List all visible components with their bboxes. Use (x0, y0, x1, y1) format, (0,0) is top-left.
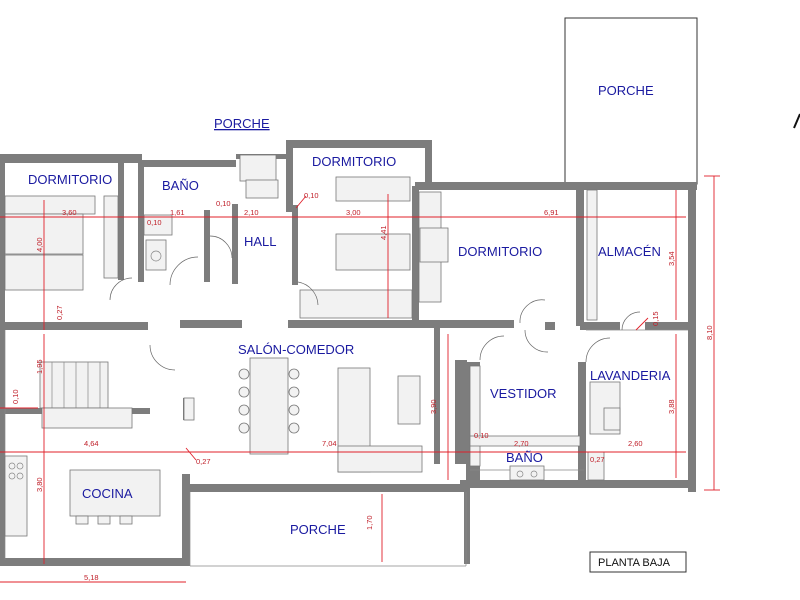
almacen-shelf (586, 189, 598, 321)
label-porche-bottom: PORCHE (290, 522, 346, 537)
laundry-fixtures (589, 381, 621, 435)
dim-027-a: 0,27 (55, 305, 64, 320)
wardrobe-dormitorio-1 (103, 195, 119, 279)
dim-704: 7,04 (322, 439, 337, 448)
dim-010-a: 0,10 (147, 218, 162, 227)
dim-300: 3,00 (346, 208, 361, 217)
walls (0, 140, 697, 566)
north-arrow-partial (793, 113, 800, 129)
dim-010-d: 0,10 (11, 389, 20, 404)
dim-015: 0,15 (651, 311, 660, 326)
dim-810: 8,10 (705, 325, 714, 340)
dim-360: 3,60 (62, 208, 77, 217)
dim-010-c: 0,10 (304, 191, 319, 200)
label-almacen: ALMACÉN (598, 244, 661, 259)
label-dormitorio-1: DORMITORIO (28, 172, 112, 187)
dim-518: 5,18 (84, 573, 99, 582)
label-vestidor: VESTIDOR (490, 386, 556, 401)
dim-691: 6,91 (544, 208, 559, 217)
dim-464: 4,64 (84, 439, 99, 448)
label-bano-1: BAÑO (162, 178, 199, 193)
porch-small-box (239, 154, 277, 182)
label-cocina: COCINA (82, 486, 133, 501)
bed-dormitorio-3 (418, 191, 449, 303)
stairs (39, 361, 109, 409)
dim-170: 1,70 (365, 515, 374, 530)
label-lavanderia: LAVANDERIA (590, 368, 671, 383)
door-swings (109, 235, 641, 371)
sofa (337, 367, 423, 473)
porch-top-right-outline (564, 17, 698, 185)
label-salon-comedor: SALÓN-COMEDOR (238, 342, 354, 357)
label-dormitorio-3: DORMITORIO (458, 244, 542, 259)
bath-1-fixtures (143, 214, 173, 271)
dim-027-b: 0,27 (590, 455, 605, 464)
column-1 (183, 397, 195, 421)
room-labels: PORCHE PORCHE DORMITORIO BAÑO HALL DORMI… (28, 83, 671, 537)
dim-010-e: 0,10 (474, 431, 489, 440)
label-dormitorio-2: DORMITORIO (312, 154, 396, 169)
dim-260: 2,60 (628, 439, 643, 448)
dim-388: 3,88 (667, 399, 676, 414)
label-hall: HALL (244, 234, 277, 249)
dim-390: 3,90 (429, 399, 438, 414)
bed-dormitorio-1 (4, 195, 96, 291)
dim-010-b: 0,10 (216, 199, 231, 208)
dim-161: 1,61 (170, 208, 185, 217)
label-porche-small: PORCHE (214, 116, 270, 131)
dim-380: 3,80 (35, 477, 44, 492)
dim-441: 4,41 (379, 225, 388, 240)
dim-354: 3,54 (667, 251, 676, 266)
dim-270: 2,70 (514, 439, 529, 448)
kitchen-fixtures (4, 455, 161, 537)
plan-title-text: PLANTA BAJA (598, 557, 671, 569)
kitchen-counter-top (41, 407, 133, 429)
plan-title: PLANTA BAJA (589, 551, 687, 573)
dimension-lines (0, 175, 720, 583)
dim-195: 1,95 (35, 359, 44, 374)
dim-027-c: 0,27 (196, 457, 211, 466)
dim-400: 4,00 (35, 237, 44, 252)
beds-dormitorio-2 (299, 176, 413, 319)
label-porche-top-right: PORCHE (598, 83, 654, 98)
dining-table (238, 357, 300, 455)
vestidor-shelf (469, 365, 481, 467)
dim-210: 2,10 (244, 208, 259, 217)
label-bano-2: BAÑO (506, 450, 543, 465)
bath-2-fixtures (469, 435, 605, 481)
dimension-labels: 3,60 0,10 1,61 0,10 2,10 0,10 3,00 6,91 … (11, 191, 714, 582)
